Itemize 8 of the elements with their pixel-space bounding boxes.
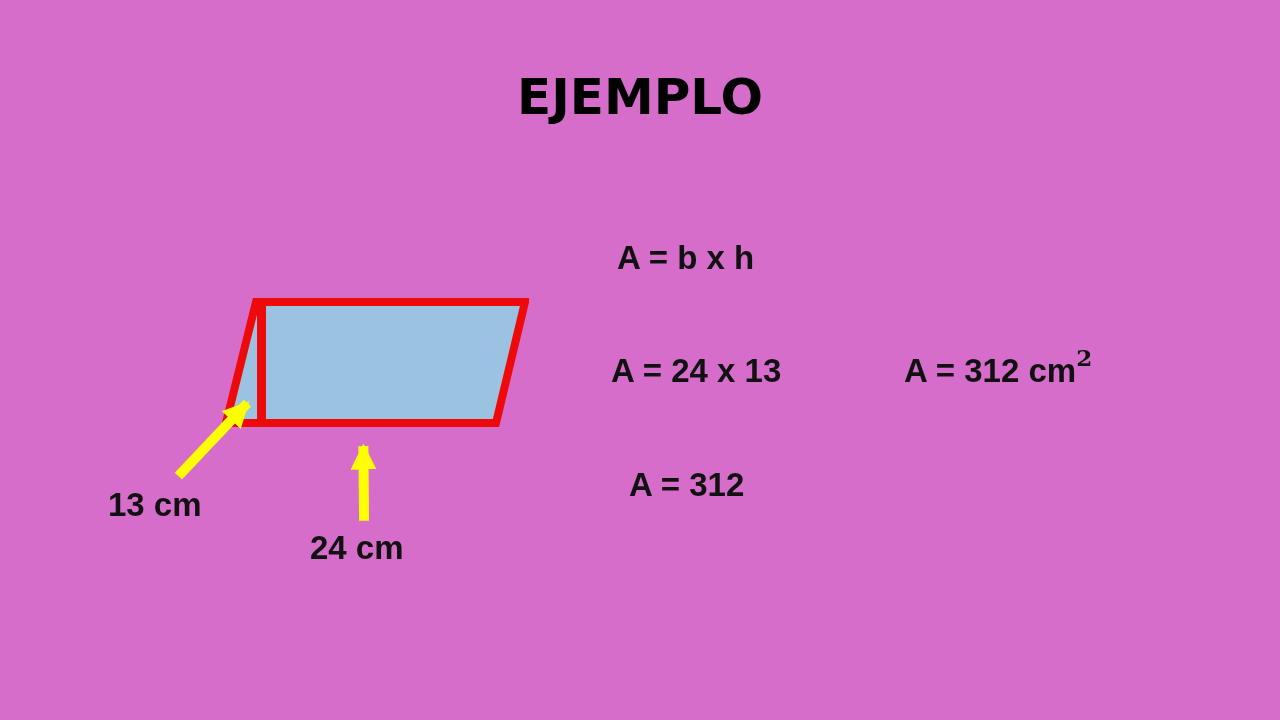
measure-label: 13 cm [108, 488, 202, 521]
formula-text: A = 312 [629, 468, 745, 501]
formula-text: A = 24 x 13 [611, 354, 782, 387]
title: EJEMPLO [517, 68, 763, 126]
formula-text: A = b x h [617, 241, 755, 274]
leader-arrow [174, 399, 251, 480]
leader-arrow [350, 443, 377, 521]
measure-label: 24 cm [310, 531, 404, 564]
